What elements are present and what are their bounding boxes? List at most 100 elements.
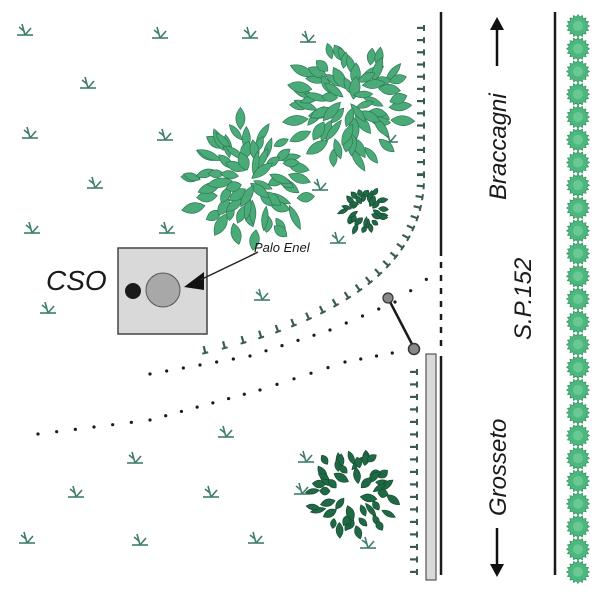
hedge-shrub-icon [565,36,591,61]
grass-icon [127,451,143,464]
spike-icon [410,369,418,375]
arrow-up-head-icon [490,17,504,30]
hedge-shrub-icon [565,423,591,448]
stay-wire [386,297,416,349]
spike-icon [410,214,420,222]
direction-grosseto: Grosseto [485,419,512,577]
grass-icon [203,485,219,498]
spike-icon [410,469,418,475]
spike-icon [389,251,399,260]
spike-icon [406,224,416,232]
hedge-shrub-icon [565,355,591,380]
hedge-row [565,13,591,585]
grass-icon [132,533,148,546]
spike-icon [410,506,418,513]
spike-icon [410,556,418,563]
grass-icon [87,176,103,189]
spike-icon [417,171,425,178]
hedge-shrub-icon [565,514,591,539]
grass-icon [19,531,35,544]
grass-icon [360,536,376,549]
spike-icon [410,381,418,388]
hedge-shrub-icon [565,104,591,130]
palo-enel-label: Palo Enel [254,240,311,255]
spike-icon [343,291,352,301]
grass-icon [300,30,316,43]
spike-icon [416,183,425,190]
spike-icon [417,98,425,105]
spike-icon [318,305,327,315]
spike-icon [410,406,418,413]
hedge-shrub-icon [565,127,591,152]
spike-icon [240,335,247,345]
grass-icon [80,76,96,89]
pole-bottom-icon [407,342,421,356]
road-name-label: S.P.152 [510,258,537,340]
grass-icon [68,485,84,498]
grosseto-label: Grosseto [485,419,512,516]
cso-cabin[interactable] [117,247,208,335]
grass-icon [218,425,234,438]
hedge-shrub-icon [565,82,591,107]
grass-icon [330,231,346,244]
tree-icon [337,187,389,235]
spike-icon [410,494,418,500]
grass-icon [242,26,258,39]
hedge-shrub-icon [565,13,591,39]
grass-layer [17,23,398,549]
spike-icon [417,37,425,44]
spike-icon [258,330,265,340]
hedge-shrub-icon [565,468,591,494]
hedge-shrub-icon [565,309,591,334]
black-dot-icon [125,283,141,299]
cso-label: CSO [46,265,107,296]
dotted-line-upper [148,277,428,376]
spike-icon [410,419,418,425]
grass-icon [17,23,33,36]
hedge-shrub-icon [565,241,591,266]
spike-icon [417,134,425,141]
dotted-line-lower [36,351,394,436]
spike-icon [374,268,383,278]
spike-icon [331,298,340,308]
grass-icon [40,301,56,314]
grass-icon [22,126,38,139]
spike-icon [410,481,418,488]
grass-icon [312,178,328,191]
hedge-shrub-icon [565,400,591,425]
spike-icon [221,340,228,350]
grass-icon [24,221,40,234]
palo-enel-leader-line [199,256,249,281]
direction-braccagni: Braccagni [485,17,512,200]
hedge-shrub-icon [565,286,591,312]
hedge-shrub-icon [565,446,591,471]
spike-icon [202,345,209,355]
arrow-head-icon [184,272,204,290]
dotted-boundary-lines [36,277,428,436]
spike-icon [401,233,411,242]
hedge-shrub-icon [565,559,591,585]
spike-icon [274,324,282,334]
spike-icon [410,456,418,463]
hedge-shrub-icon [565,218,591,243]
spike-icon [417,73,425,80]
spike-icon [417,122,425,129]
spike-fence-line [202,25,426,575]
guard-strip [425,353,437,581]
spike-icon [417,147,425,153]
spike-icon [354,284,363,293]
spike-icon [382,260,392,269]
hedge-shrub-icon [565,264,591,289]
spike-icon [413,204,423,212]
spike-icon [417,61,425,68]
spike-icon [415,194,424,201]
grass-icon [157,128,173,141]
hedge-shrub-icon [565,537,591,562]
spike-icon [417,159,425,166]
hedge-shrub-icon [565,173,591,198]
tree-icon [304,449,401,540]
grass-icon [248,531,264,544]
braccagni-label: Braccagni [485,93,512,200]
hedge-shrub-icon [565,59,591,84]
